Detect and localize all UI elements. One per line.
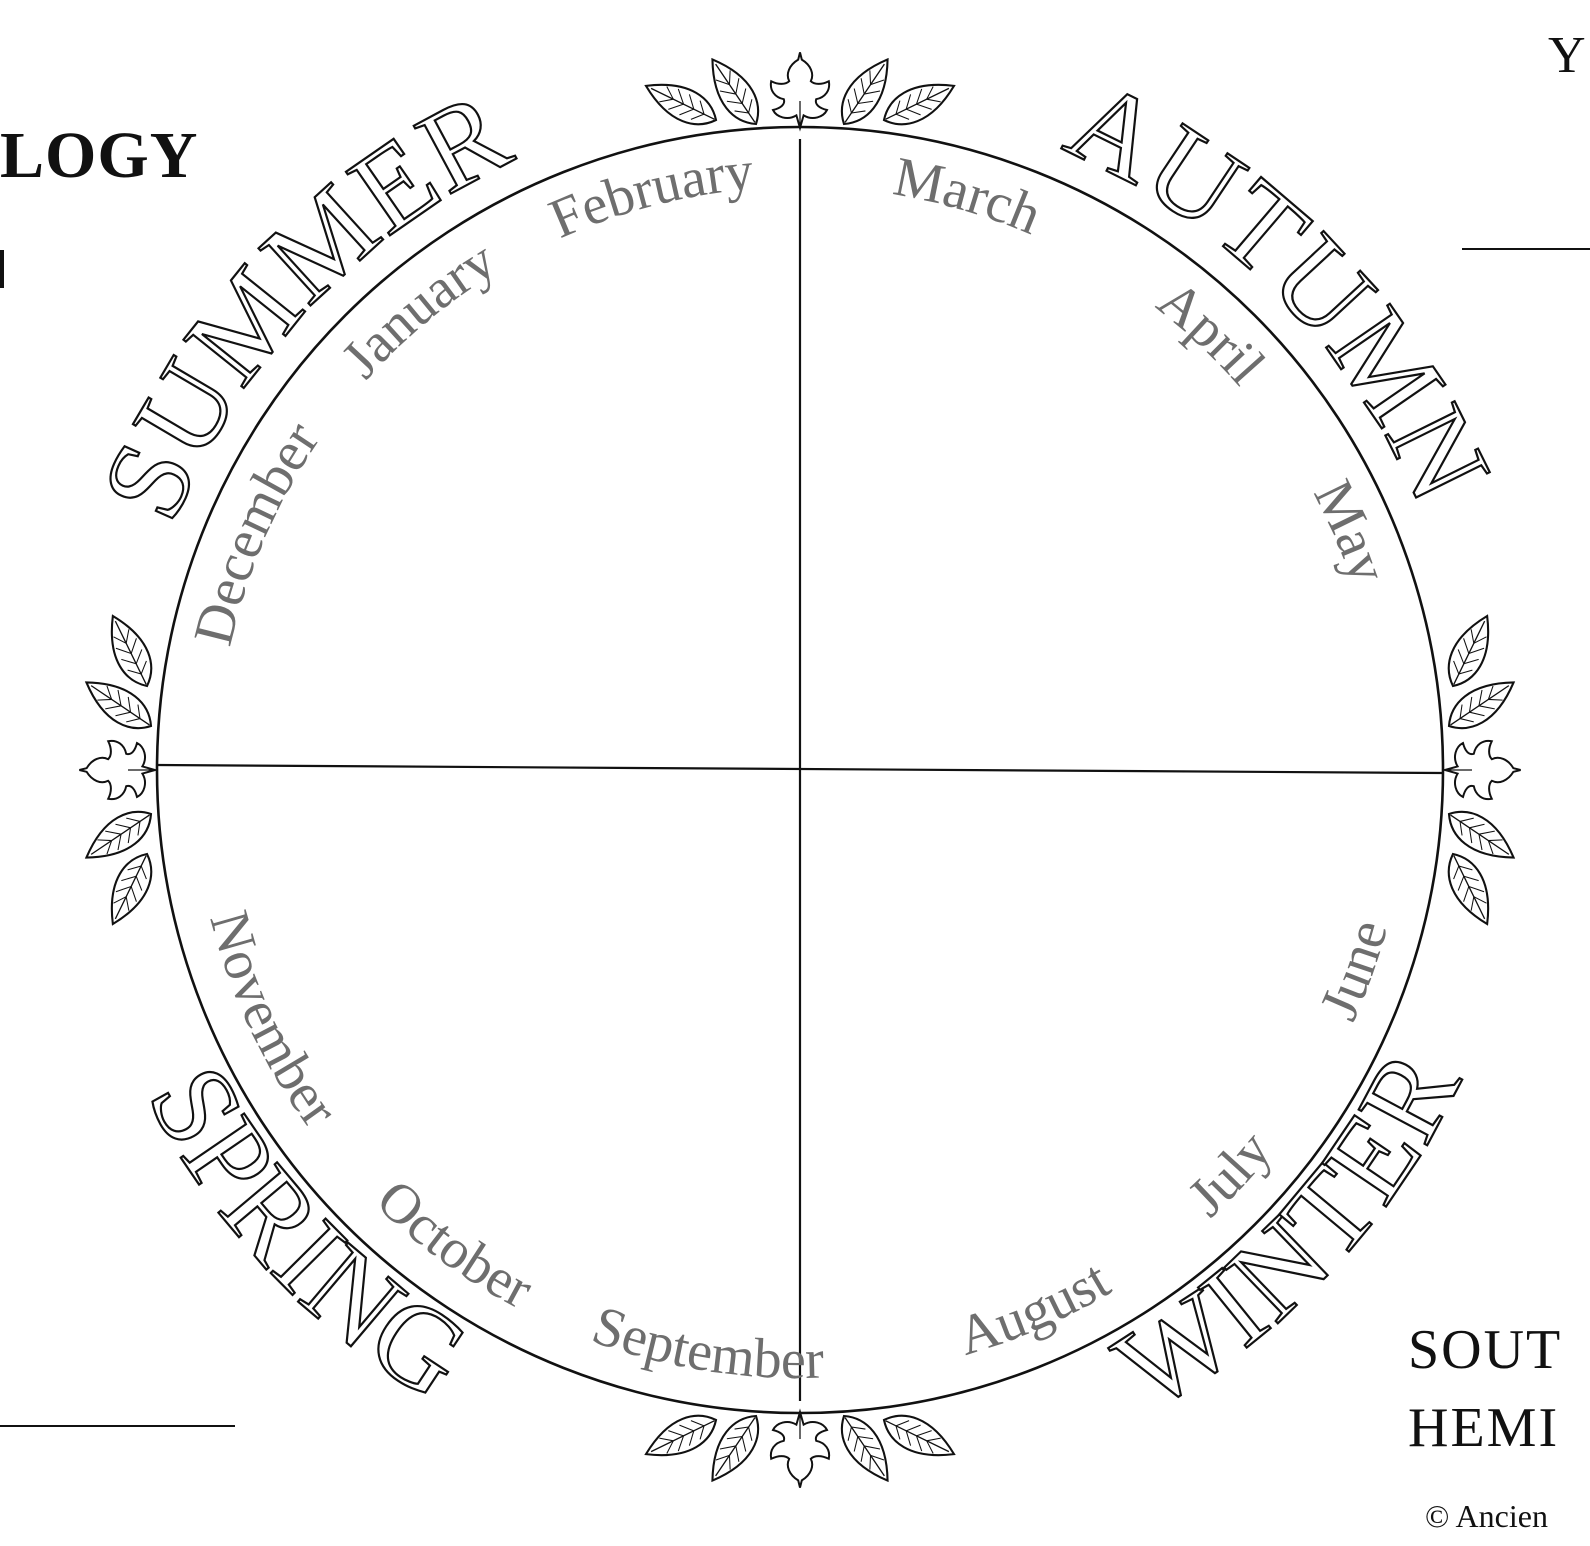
leaf-cluster-bottom [639,1406,961,1490]
month-label-september: September [585,1294,825,1391]
leaf-cluster-left [78,609,162,931]
leaf-cluster-top [639,51,961,135]
copyright-notice: © Ancien [1425,1498,1548,1535]
season-label-autumn: AUTUMN [1049,54,1517,522]
month-label-march: March [889,146,1050,247]
hemisphere-label-line-1: SOUT [1408,1318,1562,1382]
month-label-june: June [1308,913,1400,1028]
leaf-cluster-right [1439,609,1523,931]
month-label-february: February [541,140,756,251]
month-label-august: August [950,1249,1120,1368]
hemisphere-label-line-2: HEMI [1408,1396,1559,1460]
